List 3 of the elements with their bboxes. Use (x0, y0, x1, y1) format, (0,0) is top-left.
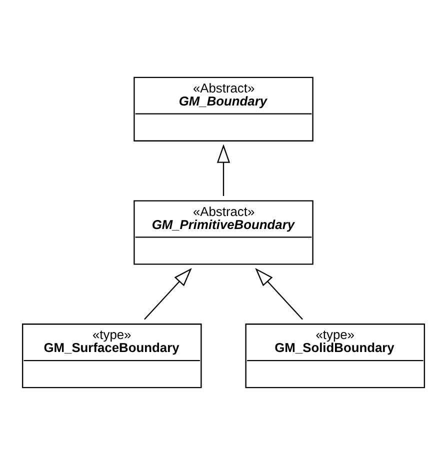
arrow (255, 268, 303, 320)
arrow (144, 268, 192, 320)
arrow (216, 144, 230, 196)
